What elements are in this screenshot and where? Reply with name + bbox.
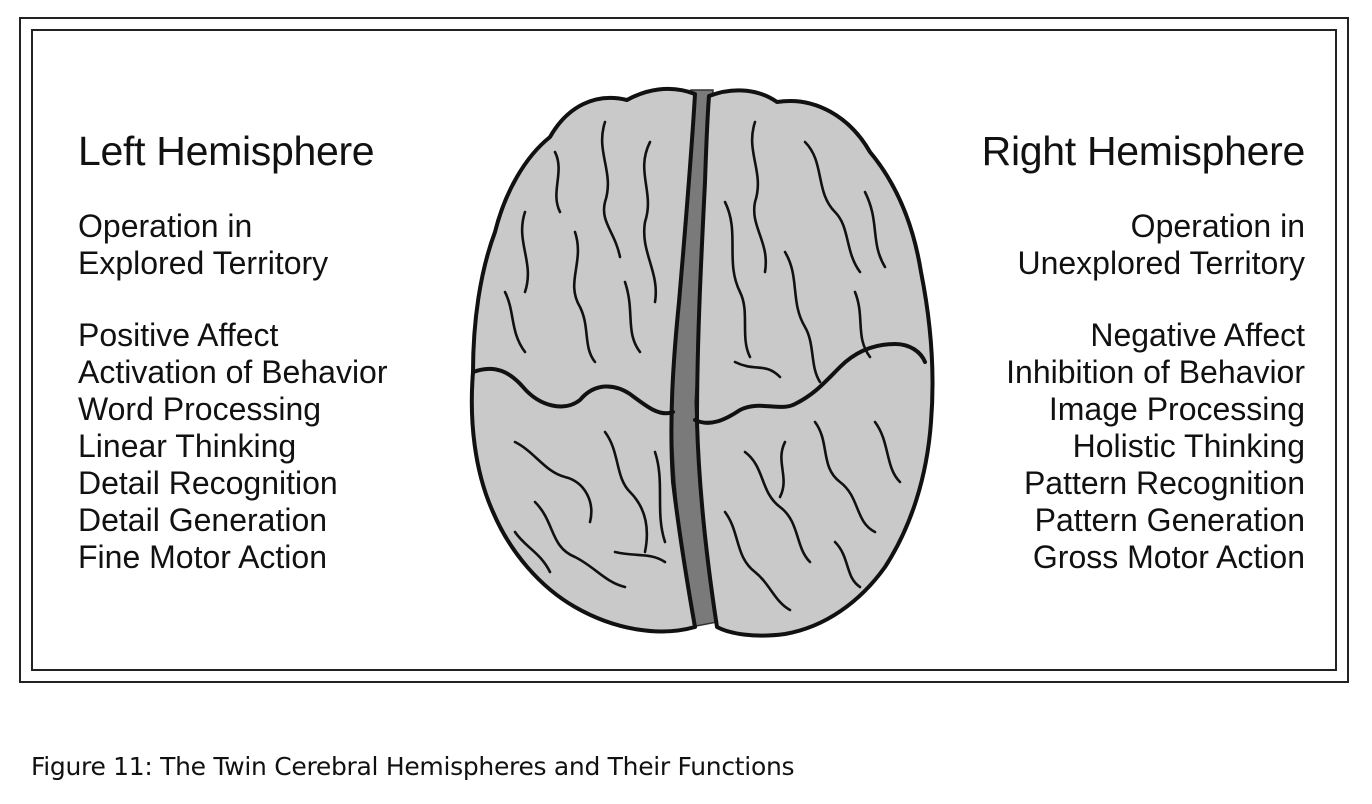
left-functions: Positive Affect Activation of Behavior W… — [78, 317, 478, 576]
right-function-item: Gross Motor Action — [1032, 539, 1305, 575]
right-functions: Negative Affect Inhibition of Behavior I… — [905, 317, 1305, 576]
left-function-item: Word Processing — [78, 391, 322, 427]
left-territory-line: Explored Territory — [78, 245, 329, 281]
right-hemisphere-title: Right Hemisphere — [981, 128, 1306, 174]
right-hemisphere-column: Right Hemisphere Operation in Unexplored… — [905, 128, 1306, 611]
right-function-item: Pattern Recognition — [1023, 465, 1305, 501]
left-central-sulcus — [471, 366, 675, 416]
right-function-item: Image Processing — [1048, 391, 1305, 427]
left-function-item: Detail Generation — [78, 502, 328, 538]
left-function-item: Linear Thinking — [78, 428, 297, 464]
right-function-item: Pattern Generation — [1034, 502, 1305, 538]
right-function-item: Inhibition of Behavior — [1006, 354, 1305, 390]
outer-frame — [19, 17, 1349, 683]
brain-top-view-icon — [469, 86, 935, 638]
left-hemisphere-shape — [469, 86, 697, 634]
left-hemisphere-title: Left Hemisphere — [78, 128, 375, 174]
right-function-item: Holistic Thinking — [1072, 428, 1305, 464]
figure-caption: Figure 11: The Twin Cerebral Hemispheres… — [31, 752, 795, 781]
right-gyri — [723, 120, 902, 612]
left-territory-line: Operation in — [78, 208, 253, 244]
left-gyri — [503, 120, 667, 589]
right-territory-line: Unexplored Territory — [1017, 245, 1305, 281]
left-function-item: Activation of Behavior — [78, 354, 388, 390]
left-territory: Operation in Explored Territory — [78, 208, 478, 282]
inner-frame — [31, 29, 1337, 671]
left-function-item: Fine Motor Action — [78, 539, 327, 575]
right-territory-line: Operation in — [1130, 208, 1305, 244]
right-territory: Operation in Unexplored Territory — [905, 208, 1305, 282]
left-function-item: Detail Recognition — [78, 465, 338, 501]
left-hemisphere-column: Left Hemisphere Operation in Explored Te… — [78, 128, 478, 611]
right-central-sulcus — [693, 341, 927, 425]
left-function-item: Positive Affect — [78, 317, 279, 353]
right-function-item: Negative Affect — [1090, 317, 1305, 353]
